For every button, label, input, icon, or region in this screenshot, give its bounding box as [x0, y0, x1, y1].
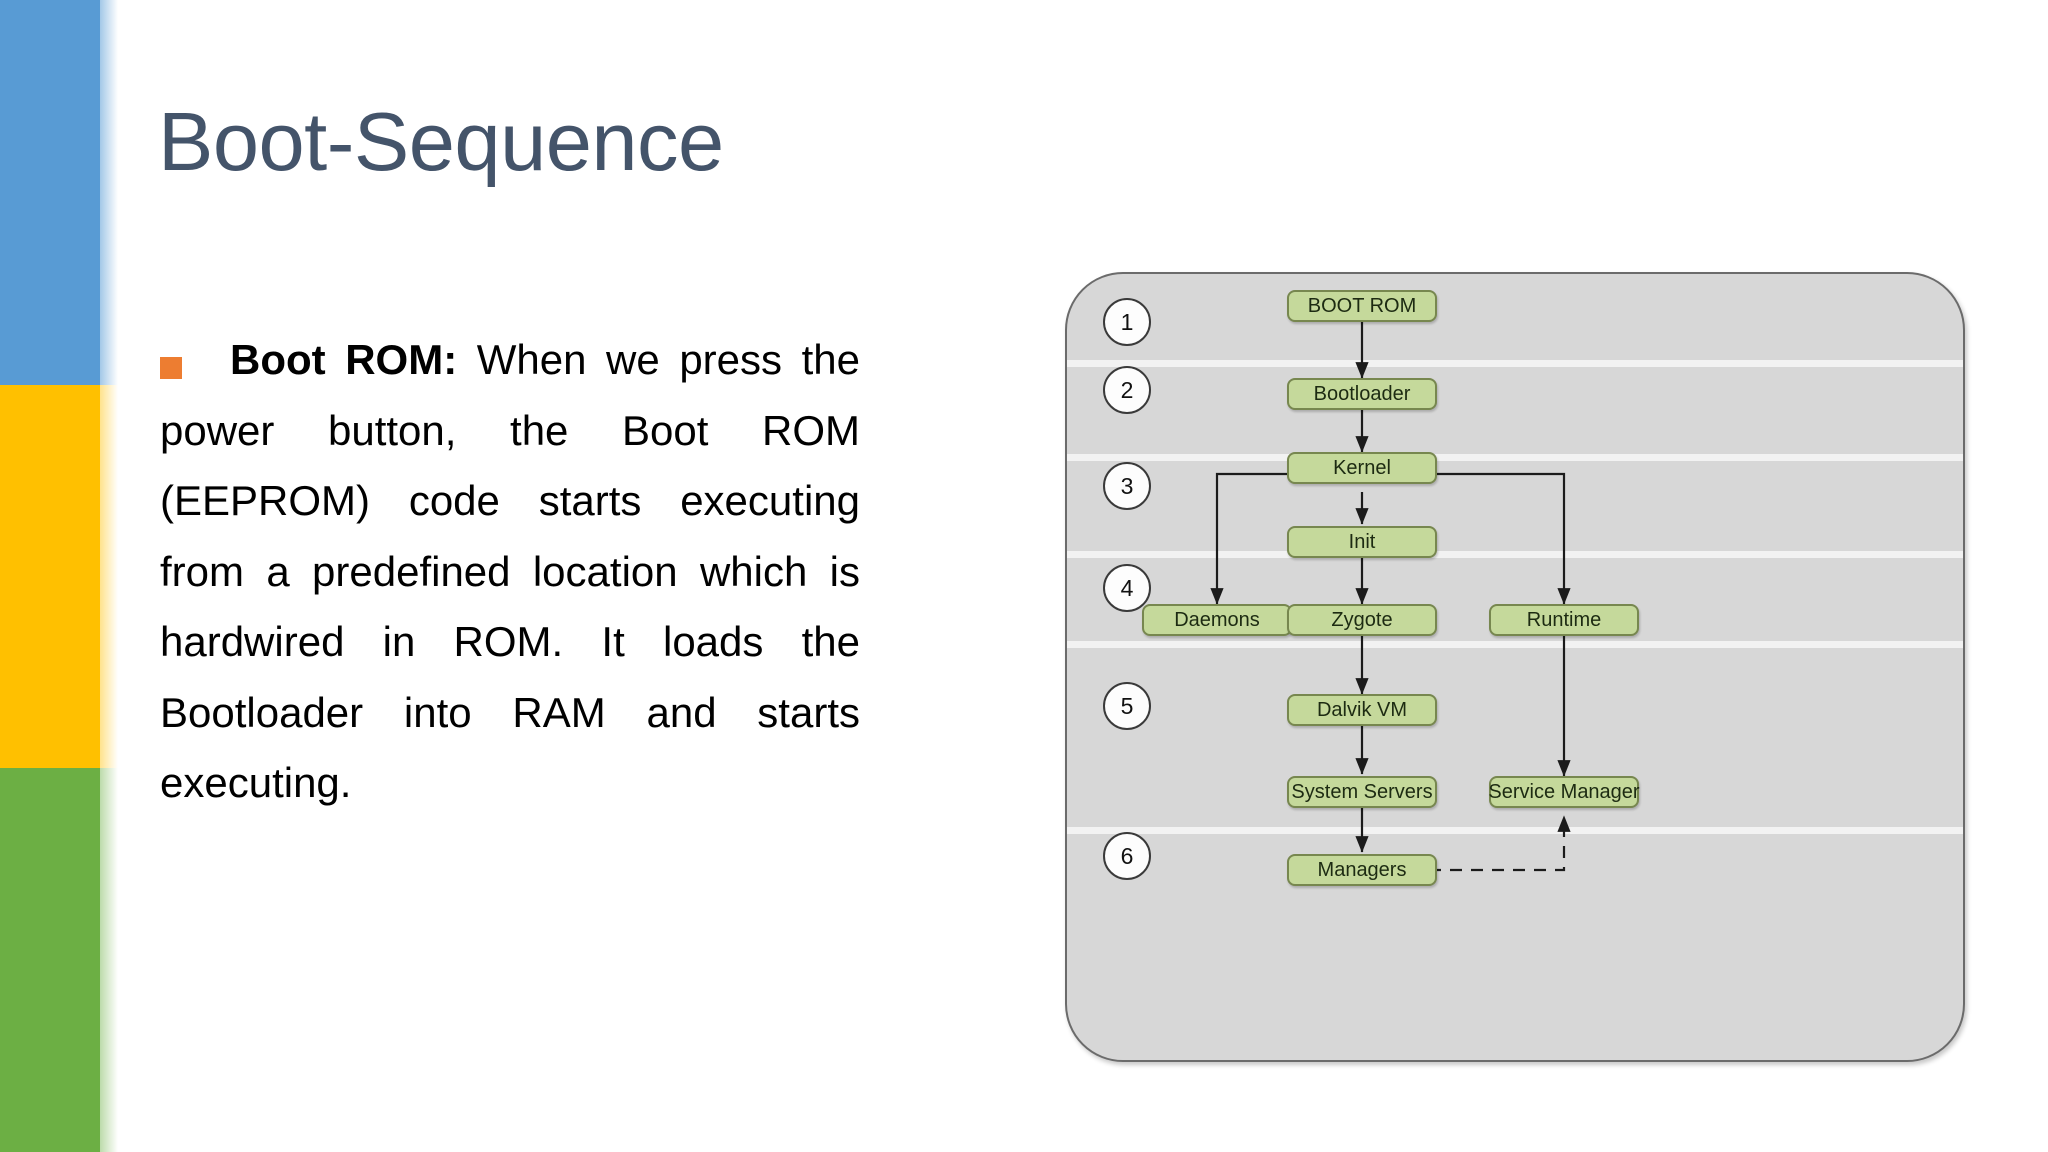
decorative-color-sidebar — [0, 0, 100, 1152]
node-kernel: Kernel — [1287, 452, 1437, 484]
step-circle-6: 6 — [1103, 832, 1151, 880]
node-init: Init — [1287, 526, 1437, 558]
sidebar-band-blue — [0, 0, 100, 385]
node-boot-rom: BOOT ROM — [1287, 290, 1437, 322]
bullet-lead-term: Boot ROM: — [230, 336, 458, 383]
node-runtime: Runtime — [1489, 604, 1639, 636]
node-managers: Managers — [1287, 854, 1437, 886]
step-circle-2: 2 — [1103, 366, 1151, 414]
node-dalvik-vm: Dalvik VM — [1287, 694, 1437, 726]
step-circle-4: 4 — [1103, 564, 1151, 612]
step-circle-3: 3 — [1103, 462, 1151, 510]
sidebar-band-green — [0, 768, 100, 1152]
row-divider-4 — [1067, 641, 1963, 648]
node-service-manager: Service Manager — [1488, 776, 1640, 808]
node-zygote: Zygote — [1287, 604, 1437, 636]
node-daemons: Daemons — [1142, 604, 1292, 636]
row-divider-1 — [1067, 360, 1963, 367]
sidebar-band-yellow-shadow — [100, 385, 118, 768]
row-divider-5 — [1067, 827, 1963, 834]
sidebar-band-green-shadow — [100, 768, 118, 1152]
bullet-body-text: When we press the power button, the Boot… — [160, 336, 860, 807]
bullet-list: Boot ROM: When we press the power button… — [160, 325, 860, 819]
row-divider-2 — [1067, 454, 1963, 461]
page-title: Boot-Sequence — [158, 95, 724, 188]
step-circle-1: 1 — [1103, 298, 1151, 346]
node-system-servers: System Servers — [1287, 776, 1437, 808]
bullet-paragraph: Boot ROM: When we press the power button… — [160, 325, 860, 819]
diagram-connectors: Service Manager --> — [1210, 322, 1571, 872]
row-divider-3 — [1067, 551, 1963, 558]
boot-sequence-diagram: 1 2 3 4 5 6 — [1065, 272, 1965, 1062]
step-circle-5: 5 — [1103, 682, 1151, 730]
sidebar-band-yellow — [0, 385, 100, 768]
square-bullet-icon — [160, 357, 182, 379]
node-bootloader: Bootloader — [1287, 378, 1437, 410]
sidebar-band-blue-shadow — [100, 0, 118, 385]
